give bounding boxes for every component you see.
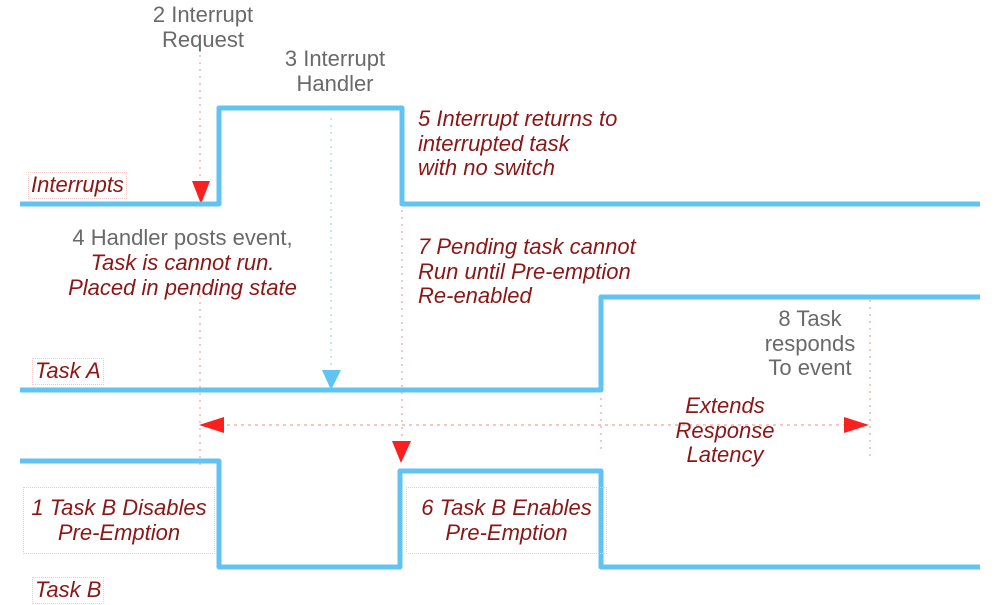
annotation-step-7: 7 Pending task cannot Run until Pre-empt… bbox=[418, 234, 636, 309]
annotation-step-4-line2: Task is cannot run. Placed in pending st… bbox=[68, 250, 297, 300]
task-a-trace bbox=[20, 294, 980, 393]
signal-label-task-a: Task A bbox=[32, 358, 104, 385]
interrupt-request-marker-icon bbox=[192, 181, 210, 204]
latency-span-arrow bbox=[199, 417, 869, 433]
annotation-step-1: 1 Task B Disables Pre-Emption bbox=[23, 487, 215, 555]
task-b-trace bbox=[20, 458, 980, 570]
signal-label-task-b: Task B bbox=[32, 577, 105, 604]
annotation-step-2: 2 Interrupt Request bbox=[152, 2, 254, 52]
pre-emption-enabled-marker-icon bbox=[392, 441, 411, 463]
annotation-step-3: 3 Interrupt Handler bbox=[284, 46, 386, 96]
annotation-step-6: 6 Task B Enables Pre-Emption bbox=[406, 487, 607, 555]
annotation-step-5: 5 Interrupt returns to interrupted task … bbox=[418, 106, 618, 181]
signal-label-interrupts: Interrupts bbox=[28, 172, 127, 199]
annotation-latency: Extends Response Latency bbox=[675, 393, 775, 468]
annotation-step-8: 8 Task responds To event bbox=[764, 306, 856, 381]
event-posted-marker-icon bbox=[322, 370, 341, 390]
interrupts-trace bbox=[20, 105, 980, 207]
latency-arrow-right-head bbox=[844, 417, 869, 433]
guide-lines bbox=[199, 34, 871, 466]
annotation-step-4-line1: 4 Handler posts event, bbox=[72, 225, 293, 250]
latency-arrow-left-head bbox=[199, 417, 224, 433]
